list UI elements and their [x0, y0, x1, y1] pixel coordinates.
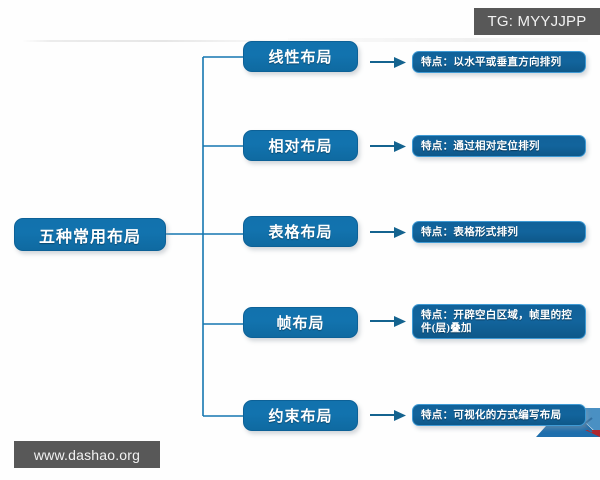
detail-box-text: 特点：表格形式排列	[421, 226, 519, 238]
arrow-right-icon-2	[370, 141, 406, 152]
detail-box-text: 特点：通过相对定位排列	[421, 140, 540, 152]
detail-box-linear[interactable]: 特点：以水平或垂直方向排列	[412, 51, 586, 73]
watermark-telegram: TG: MYYJJPP	[474, 8, 600, 35]
detail-box-text: 特点：可视化的方式编写布局	[421, 409, 562, 421]
detail-box-frame[interactable]: 特点：开辟空白区域，帧里的控件(层)叠加	[412, 304, 586, 339]
decorative-rule	[20, 40, 282, 42]
branch-node-label: 相对布局	[268, 139, 333, 155]
branch-node-label: 帧布局	[276, 316, 325, 332]
branch-node-label: 表格布局	[268, 225, 333, 241]
arrow-right-icon-4	[370, 316, 406, 327]
arrow-right-icon-3	[370, 227, 406, 238]
branch-node-linear[interactable]: 线性布局	[243, 41, 358, 72]
detail-box-table[interactable]: 特点：表格形式排列	[412, 221, 586, 243]
branch-node-relative[interactable]: 相对布局	[243, 130, 358, 161]
detail-box-text: 特点：以水平或垂直方向排列	[421, 56, 562, 68]
root-node[interactable]: 五种常用布局	[14, 218, 166, 251]
arrow-right-icon-5	[370, 410, 406, 421]
detail-box-relative[interactable]: 特点：通过相对定位排列	[412, 135, 586, 157]
detail-box-text: 特点：开辟空白区域，帧里的控件(层)叠加	[421, 309, 573, 334]
detail-box-constraint[interactable]: 特点：可视化的方式编写布局	[412, 404, 586, 426]
watermark-site: www.dashao.org	[14, 441, 160, 468]
branch-node-frame[interactable]: 帧布局	[243, 307, 358, 338]
branch-node-constraint[interactable]: 约束布局	[243, 400, 358, 431]
root-node-label: 五种常用布局	[38, 228, 141, 246]
watermark-telegram-text: TG: MYYJJPP	[487, 13, 587, 30]
branch-node-table[interactable]: 表格布局	[243, 216, 358, 247]
branch-node-label: 约束布局	[268, 409, 333, 425]
watermark-site-text: www.dashao.org	[33, 446, 141, 463]
arrow-right-icon-1	[370, 57, 406, 68]
decorative-rule-secondary	[288, 38, 588, 42]
branch-node-label: 线性布局	[268, 50, 333, 66]
